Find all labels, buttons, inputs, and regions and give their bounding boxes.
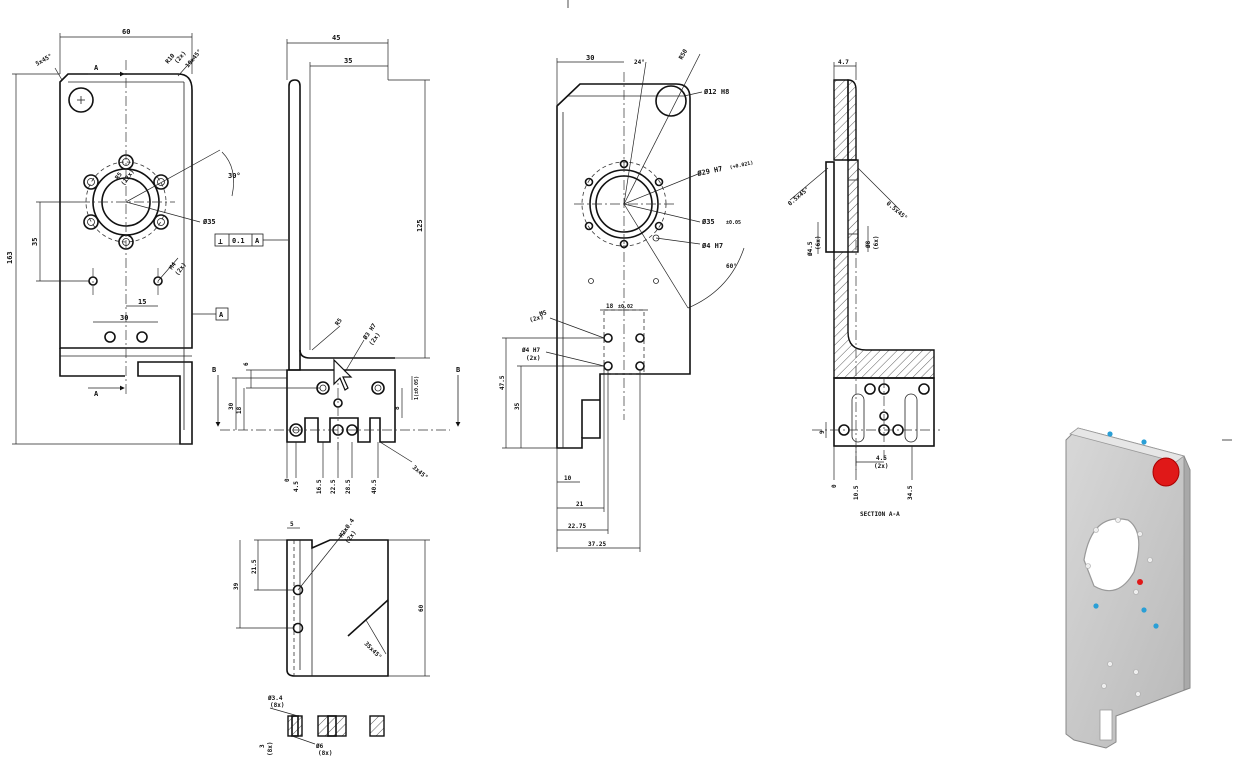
front-dim-m4: M4 bbox=[168, 261, 178, 271]
side-dim-45: 45 bbox=[332, 34, 340, 42]
back-dim-18: 18 bbox=[606, 303, 614, 310]
side-view: 45 35 125 R5 Ø3 H7 (2x) 6 18 30 8 1(±0.0… bbox=[212, 34, 461, 494]
section-dim-4-5-count: (6x) bbox=[815, 236, 822, 250]
section-base-dim-2: 34.5 bbox=[907, 485, 914, 500]
side-dim-35: 35 bbox=[344, 57, 352, 65]
section-dim-9: 9 bbox=[819, 430, 826, 434]
detail-dim-depth: 3 bbox=[259, 744, 266, 748]
back-dim-m5: M5 bbox=[539, 309, 548, 318]
back-dim-29tol: (+0.021) bbox=[729, 160, 754, 171]
detail-dim-hole-count: (8x) bbox=[270, 702, 284, 709]
back-dim-37-25: 37.25 bbox=[588, 541, 606, 548]
front-dim-angle: 30° bbox=[228, 172, 241, 180]
isometric-view bbox=[1065, 427, 1191, 749]
section-base-dim-0: 0 bbox=[831, 484, 838, 488]
front-dim-chamfer: 5x45° bbox=[35, 53, 54, 68]
bottom-dim-21-5: 21.5 bbox=[251, 559, 258, 574]
detail-dim-depth-count: (8x) bbox=[267, 742, 274, 756]
section-dim-pitch-count: (2x) bbox=[874, 463, 888, 470]
back-dim-60: 60° bbox=[726, 263, 737, 270]
side-base-dim-3: 22.5 bbox=[330, 479, 337, 494]
detail-dim-hole: Ø3.4 bbox=[267, 695, 283, 702]
back-dim-12h8: Ø12 H8 bbox=[703, 88, 729, 96]
section-caption: SECTION A-A bbox=[860, 511, 900, 518]
gdt-symbol: ⊥ bbox=[218, 237, 223, 246]
section-dim-8: Ø8 bbox=[865, 240, 872, 249]
side-dim-3x45: 3x45° bbox=[411, 464, 429, 481]
front-dim-width: 60 bbox=[122, 28, 130, 36]
bottom-dim-39: 39 bbox=[233, 582, 240, 590]
side-dim-6: 6 bbox=[243, 362, 250, 366]
section-base-dim-1: 10.5 bbox=[853, 485, 860, 500]
side-dim-30: 30 bbox=[228, 402, 235, 410]
gdt-frame: ⊥ 0.1 A bbox=[214, 233, 288, 247]
gdt-ref: A bbox=[255, 237, 260, 245]
back-dim-30: 30 bbox=[586, 54, 594, 62]
side-base-dim-5: 40.5 bbox=[371, 479, 378, 494]
back-dim-18tol: ±0.02 bbox=[618, 304, 633, 310]
section-dim-ch-right: 0.5x45° bbox=[885, 200, 909, 222]
bottom-dim-60: 60 bbox=[418, 604, 425, 612]
front-dim-m4-count: (2x) bbox=[174, 261, 188, 277]
detail-dim-cb: Ø6 bbox=[315, 743, 324, 750]
side-dim-r5: R5 bbox=[334, 317, 344, 327]
section-dim-4-7: 4.7 bbox=[838, 59, 849, 66]
detail-dim-cb-count: (8x) bbox=[318, 750, 332, 757]
side-base-dim-0: 0 bbox=[284, 478, 291, 482]
back-dim-22-75: 22.75 bbox=[568, 523, 586, 530]
back-dim-m5-count: (2x) bbox=[529, 313, 545, 324]
gdt-tolerance: 0.1 bbox=[232, 237, 245, 245]
front-dim-15: 15 bbox=[138, 298, 146, 306]
side-dim-small: 1(±0.05) bbox=[414, 376, 420, 400]
bottom-view: 5 21.5 39 60 M2x0.4 (2x) 35x45° bbox=[233, 517, 430, 677]
back-dim-21: 21 bbox=[576, 501, 584, 508]
front-dim-pcd-r: R5 bbox=[114, 171, 124, 181]
back-dim-4h7b: Ø4 H7 bbox=[521, 347, 540, 354]
front-section-a-bottom: A bbox=[94, 390, 99, 398]
front-view: 60 163 5x45° R10 (2x) 10x45° R5 (12x) 30… bbox=[6, 28, 288, 445]
detail-view: Ø3.4 (8x) Ø6 (8x) 3 (8x) bbox=[259, 695, 385, 757]
back-dim-29h7: Ø29 H7 bbox=[696, 165, 723, 178]
front-dim-35: 35 bbox=[31, 238, 39, 246]
side-base-dim-2: 16.5 bbox=[316, 479, 323, 494]
section-dim-4-5: Ø4.5 bbox=[807, 241, 814, 257]
side-base-dim-4: 28.5 bbox=[345, 479, 352, 494]
side-dim-125: 125 bbox=[416, 219, 424, 232]
back-view: 30 24° R50 Ø12 H8 Ø29 H7 (+0.021) Ø35 ±0… bbox=[499, 48, 754, 552]
section-view: 4.7 0.5x45° 0.5x45° Ø4.5 (6x) Ø8 (6x) 9 … bbox=[787, 59, 940, 518]
back-dim-4h7b-count: (2x) bbox=[526, 355, 540, 362]
back-dim-10: 10 bbox=[564, 475, 572, 482]
back-dim-24: 24° bbox=[634, 59, 645, 66]
mouse-cursor-icon bbox=[333, 358, 353, 391]
back-dim-35tol: ±0.05 bbox=[726, 220, 741, 226]
side-section-b-right: B bbox=[456, 366, 460, 374]
back-dim-r50: R50 bbox=[678, 48, 690, 61]
front-dim-bore: Ø35 bbox=[202, 218, 216, 226]
section-dim-ch-left: 0.5x45° bbox=[787, 186, 811, 208]
front-section-a-top: A bbox=[94, 64, 99, 72]
back-dim-47-5: 47.5 bbox=[499, 375, 506, 390]
side-dim-18: 18 bbox=[236, 406, 243, 414]
back-dim-35: Ø35 bbox=[701, 218, 715, 226]
side-dim-8: 8 bbox=[394, 406, 401, 410]
back-dim-35b: 35 bbox=[514, 402, 521, 410]
back-dim-4h7: Ø4 H7 bbox=[701, 242, 723, 250]
front-datum-a: A bbox=[219, 311, 224, 319]
section-dim-pitch: 4.5 bbox=[876, 455, 887, 462]
bottom-dim-5: 5 bbox=[290, 521, 294, 528]
side-base-dim-1: 4.5 bbox=[293, 481, 300, 492]
side-section-b-left: B bbox=[212, 366, 216, 374]
front-dim-height: 163 bbox=[6, 251, 14, 264]
front-dim-30: 30 bbox=[120, 314, 128, 322]
section-dim-8-count: (6x) bbox=[873, 236, 880, 250]
